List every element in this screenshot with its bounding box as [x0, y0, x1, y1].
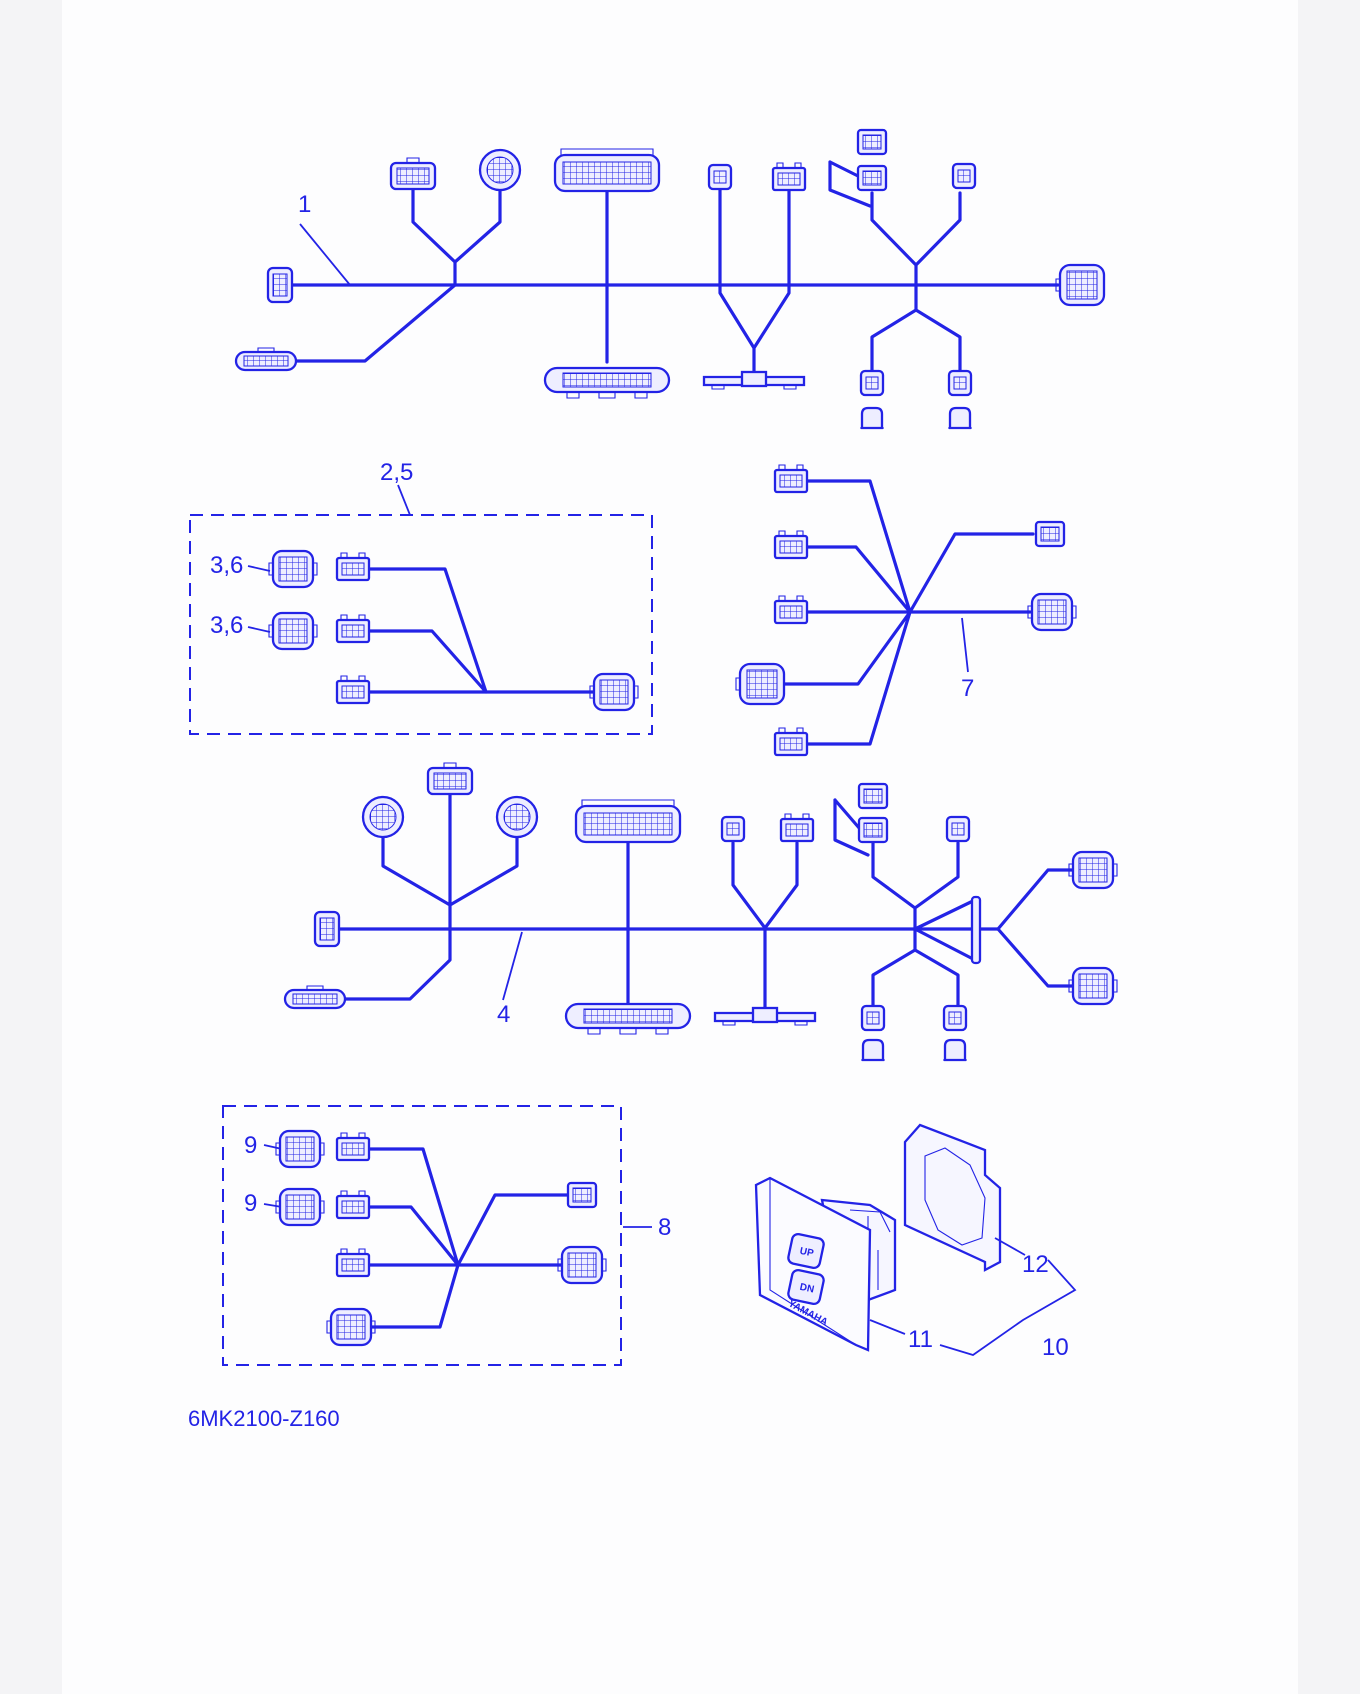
callout-4: 4	[497, 1001, 510, 1028]
connector-icon	[267, 549, 319, 589]
connector-icon	[856, 128, 888, 156]
connector-icon	[283, 984, 347, 1010]
callout-2-5: 2,5	[380, 459, 413, 486]
connector-icon	[266, 266, 294, 304]
connector-icon	[426, 761, 474, 796]
callout-10: 10	[1042, 1334, 1069, 1361]
connector-icon	[274, 1187, 326, 1227]
callout-12: 12	[1022, 1251, 1049, 1278]
connector-icon	[947, 369, 973, 397]
connector-icon	[1067, 850, 1119, 890]
connector-icon	[325, 1307, 377, 1347]
connector-icon	[335, 674, 371, 705]
connector-icon	[335, 1131, 371, 1162]
connector-icon	[543, 366, 671, 400]
connector-icon	[773, 463, 809, 494]
connector-icon	[335, 1189, 371, 1220]
connector-icon	[857, 782, 889, 810]
diagram-code: 6MK2100-Z160	[188, 1406, 340, 1431]
connector-icon	[335, 613, 371, 644]
parts-diagram-sheet: 1 2,5 3,6 3,6 7	[62, 0, 1298, 1694]
harness-4: 4	[283, 761, 1119, 1062]
down-button-label: DN	[799, 1282, 815, 1296]
connector-icon	[951, 162, 977, 190]
connector-icon	[274, 1129, 326, 1169]
connector-icon	[1067, 966, 1119, 1006]
wiring-harness-diagram: 1 2,5 3,6 3,6 7	[188, 128, 1119, 1431]
connector-icon	[588, 672, 640, 712]
connector-icon	[556, 1245, 608, 1285]
callout-9: 9	[244, 1132, 257, 1159]
ecu-connector-icon	[553, 147, 661, 193]
cap-icon	[946, 406, 974, 430]
connector-icon	[335, 1247, 371, 1278]
connector-icon	[234, 346, 298, 372]
harness-7: 7	[734, 463, 1078, 757]
connector-icon	[335, 551, 371, 582]
callout-3-6: 3,6	[210, 552, 243, 579]
connector-icon	[313, 910, 341, 948]
connector-icon	[734, 662, 786, 706]
connector-icon	[1026, 592, 1078, 632]
connector-icon	[389, 156, 437, 191]
connector-icon	[267, 611, 319, 651]
connector-icon	[702, 370, 806, 391]
callout-1: 1	[298, 191, 311, 218]
harness-2-5: 2,5 3,6 3,6	[189, 459, 653, 735]
round-connector-icon	[361, 795, 405, 839]
connector-icon	[856, 164, 888, 192]
cap-icon	[858, 406, 886, 430]
callout-11: 11	[908, 1326, 933, 1353]
callout-8: 8	[658, 1214, 671, 1241]
connector-icon	[773, 529, 809, 560]
harness-1: 1	[234, 128, 1106, 430]
connector-icon	[771, 161, 807, 192]
up-button-label: UP	[799, 1246, 815, 1260]
connector-icon	[1054, 263, 1106, 307]
connector-icon	[720, 815, 746, 843]
callout-7: 7	[961, 675, 974, 702]
cap-icon	[859, 1038, 887, 1062]
ecu-connector-icon	[574, 798, 682, 844]
connector-icon	[566, 1181, 598, 1209]
connector-icon	[1034, 520, 1066, 548]
callout-3-6: 3,6	[210, 612, 243, 639]
switch-assembly: UP DN YAMAHA 12 11 10	[754, 1123, 1077, 1361]
harness-8: 9 9 8	[222, 1105, 671, 1366]
callout-9: 9	[244, 1190, 257, 1217]
connector-icon	[860, 1004, 886, 1032]
connector-icon	[945, 815, 971, 843]
connector-icon	[859, 369, 885, 397]
cap-icon	[941, 1038, 969, 1062]
gasket-icon	[903, 1123, 1002, 1272]
round-connector-icon	[478, 148, 522, 192]
connector-icon	[942, 1004, 968, 1032]
connector-icon	[857, 816, 889, 844]
connector-icon	[564, 1002, 692, 1036]
connector-icon	[773, 726, 809, 757]
connector-icon	[773, 594, 809, 625]
connector-icon	[707, 163, 733, 191]
connector-icon	[779, 812, 815, 843]
connector-icon	[713, 1006, 817, 1027]
round-connector-icon	[495, 795, 539, 839]
